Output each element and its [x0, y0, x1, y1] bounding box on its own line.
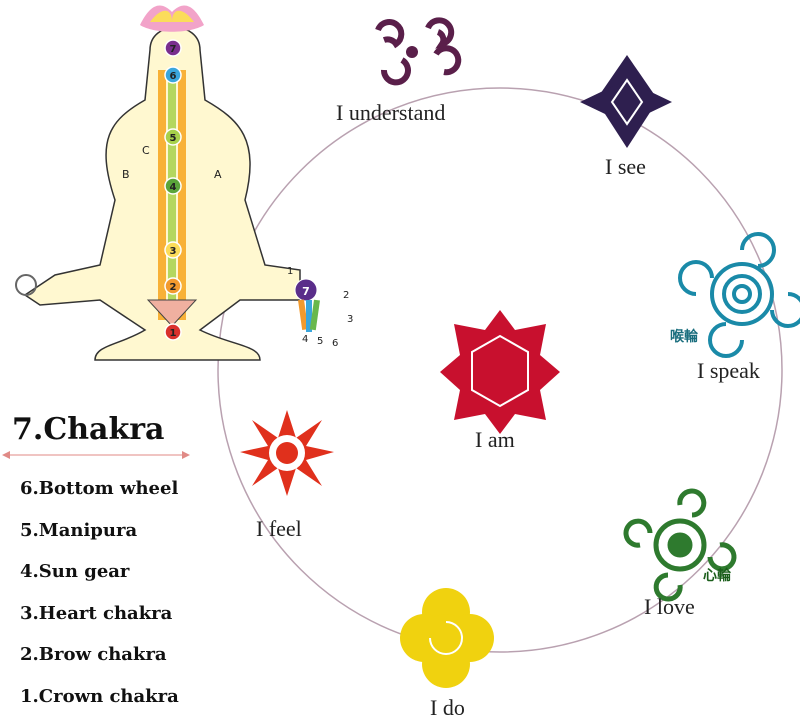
legend-item: 1.Crown chakra [20, 686, 179, 727]
legend-item: 2.Brow chakra [20, 644, 179, 686]
label-see: I see [605, 154, 646, 180]
channel-c-letter: C [142, 144, 150, 157]
label-understand: I understand [336, 100, 445, 126]
title-underline [2, 451, 190, 459]
understand-icon [378, 20, 458, 82]
left-hand-circle-icon [16, 275, 36, 295]
chakra-number: 3 [170, 246, 177, 257]
feel-icon [240, 410, 334, 496]
hand-number: 4 [302, 334, 308, 345]
legend-item: 5.Manipura [20, 520, 179, 562]
label-love-cjk: 心輪 [703, 565, 731, 585]
channel-b-letter: B [122, 168, 130, 181]
channel-a-letter: A [214, 168, 222, 181]
hand-number: 1 [287, 266, 293, 277]
legend-title: 7.Chakra [12, 412, 164, 447]
chakra-number: 6 [170, 71, 177, 82]
label-love: I love [644, 594, 695, 620]
label-feel: I feel [256, 516, 302, 542]
do-icon [400, 588, 494, 688]
legend-item: 4.Sun gear [20, 561, 179, 603]
chakra-number: 2 [170, 282, 177, 293]
am-icon [440, 310, 560, 434]
hand-number: 5 [317, 336, 323, 347]
chakra-number: 4 [170, 182, 177, 193]
hand-center-number: 7 [302, 285, 310, 298]
label-speak: I speak [697, 358, 760, 384]
label-speak-cjk: 喉輪 [670, 326, 698, 346]
legend-item: 6.Bottom wheel [20, 478, 179, 520]
chakra-number: 1 [170, 328, 177, 339]
lotus-crown-icon [140, 6, 204, 32]
chakra-number: 5 [170, 133, 177, 144]
hand-number: 6 [332, 338, 338, 349]
label-am: I am [475, 427, 515, 453]
hand-number: 2 [343, 290, 349, 301]
label-do: I do [430, 695, 465, 721]
chakra-number: 7 [170, 44, 177, 55]
see-icon [580, 55, 672, 148]
hand-number: 3 [347, 314, 353, 325]
speak-icon [680, 234, 800, 356]
legend-item: 3.Heart chakra [20, 603, 179, 645]
